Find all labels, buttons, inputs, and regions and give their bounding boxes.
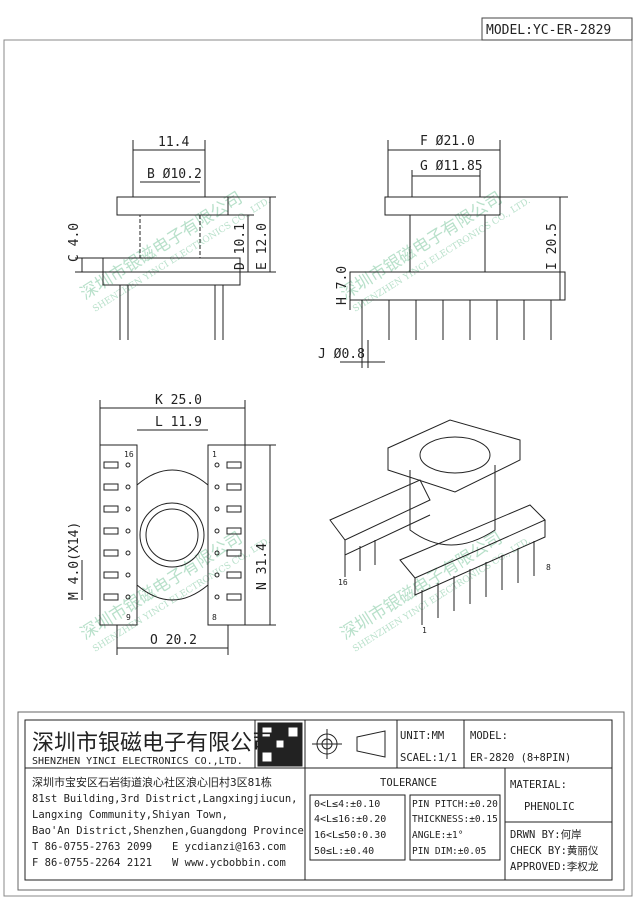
sheet-border bbox=[3, 39, 633, 897]
watermark-en: SHENZHEN YINCI ELECTRONICS CO., LTD. bbox=[351, 196, 532, 314]
front-view bbox=[75, 140, 276, 340]
pin-hole bbox=[214, 484, 220, 490]
dim-d: D 10.1 bbox=[233, 223, 248, 270]
pin-slot bbox=[226, 461, 242, 469]
tolerance-right-2: THICKNESS:±0.15 bbox=[412, 814, 498, 825]
model-label: MODEL: bbox=[470, 730, 508, 742]
pin-slot bbox=[226, 593, 242, 601]
pin-hole bbox=[125, 572, 131, 578]
address-line-3: Langxing Community,Shiyan Town, bbox=[32, 809, 228, 821]
pin-slot bbox=[103, 527, 119, 535]
pin-label-9: 9 bbox=[126, 613, 131, 622]
tolerance-left-2: 4<L≤16:±0.20 bbox=[314, 814, 386, 825]
iso-pin-1: 1 bbox=[422, 626, 427, 635]
pin-hole bbox=[125, 462, 131, 468]
bottom-view bbox=[81, 400, 276, 655]
website: W www.ycbobbin.com bbox=[172, 857, 286, 869]
dim-k: K 25.0 bbox=[155, 393, 202, 408]
address-line-4: Bao'An District,Shenzhen,Guangdong Provi… bbox=[32, 825, 304, 837]
watermark-en: SHENZHEN YINCI ELECTRONICS CO., LTD. bbox=[351, 536, 532, 654]
dim-m: M 4.0(X14) bbox=[67, 522, 82, 600]
material-label: MATERIAL: bbox=[510, 779, 567, 791]
scale: SCAEL:1/1 bbox=[400, 752, 457, 764]
pin-hole bbox=[214, 572, 220, 578]
pin-slot bbox=[103, 461, 119, 469]
pin-label-8: 8 bbox=[212, 613, 217, 622]
dim-l: L 11.9 bbox=[155, 415, 202, 430]
tolerance-right-1: PIN PITCH:±0.20 bbox=[412, 799, 498, 810]
pin-hole bbox=[125, 484, 131, 490]
company-name-cn: 深圳市银磁电子有限公司 bbox=[32, 731, 274, 756]
pin-hole bbox=[125, 550, 131, 556]
model-header: MODEL:YC-ER-2829 bbox=[486, 23, 611, 38]
pin-slot bbox=[226, 549, 242, 557]
iso-pin-16: 16 bbox=[338, 578, 348, 587]
dim-n: N 31.4 bbox=[255, 543, 270, 590]
pin-slot bbox=[226, 505, 242, 513]
dim-j: J Ø0.8 bbox=[318, 347, 365, 362]
pin-hole bbox=[125, 528, 131, 534]
watermark-cn: 深圳市银磁电子有限公司 bbox=[337, 188, 506, 304]
projection-symbol-icon bbox=[312, 729, 386, 759]
tolerance-left-4: 50≤L:±0.40 bbox=[314, 846, 374, 857]
model-value: ER-2820 (8+8PIN) bbox=[470, 752, 571, 764]
side-view bbox=[340, 140, 568, 368]
pin-hole bbox=[125, 506, 131, 512]
fax: F 86-0755-2264 2121 bbox=[32, 857, 152, 869]
model-box bbox=[481, 17, 633, 41]
pin-slot bbox=[103, 593, 119, 601]
unit: UNIT:MM bbox=[400, 730, 444, 742]
pin-hole bbox=[125, 594, 131, 600]
dim-b: B Ø10.2 bbox=[147, 167, 202, 182]
pin-slot bbox=[103, 549, 119, 557]
pin-hole bbox=[214, 506, 220, 512]
approved-by: APPROVED:李权龙 bbox=[510, 860, 599, 873]
dim-o: O 20.2 bbox=[150, 633, 197, 648]
qr-code-icon bbox=[257, 722, 303, 767]
pin-hole bbox=[214, 550, 220, 556]
tolerance-left-3: 16<L≤50:0.30 bbox=[314, 830, 386, 841]
isometric-view bbox=[329, 419, 546, 625]
pin-label-1: 1 bbox=[212, 450, 217, 459]
pin-slot bbox=[103, 483, 119, 491]
drawn-by: DRWN BY:何岸 bbox=[510, 828, 582, 841]
pin-slot bbox=[103, 505, 119, 513]
company-name-en: SHENZHEN YINCI ELECTRONICS CO.,LTD. bbox=[32, 756, 243, 767]
tolerance-left-1: 0<L≤4:±0.10 bbox=[314, 799, 380, 810]
pin-hole bbox=[214, 462, 220, 468]
address-line-1: 深圳市宝安区石岩街道浪心社区浪心旧村3区81栋 bbox=[32, 775, 272, 789]
email: E ycdianzi@163.com bbox=[172, 841, 286, 853]
pin-slot bbox=[226, 483, 242, 491]
iso-pin-8: 8 bbox=[546, 563, 551, 572]
dim-h: H 7.0 bbox=[335, 266, 350, 305]
dim-i: I 20.5 bbox=[545, 223, 560, 270]
dim-width: 11.4 bbox=[158, 135, 189, 150]
pin-hole bbox=[214, 528, 220, 534]
pin-slot bbox=[226, 571, 242, 579]
tolerance-right-4: PIN DIM:±0.05 bbox=[412, 846, 486, 857]
checked-by: CHECK BY:黄丽仪 bbox=[510, 844, 599, 857]
telephone: T 86-0755-2763 2099 bbox=[32, 841, 152, 853]
tolerance-title: TOLERANCE bbox=[380, 777, 437, 789]
dim-g: G Ø11.85 bbox=[420, 159, 483, 174]
watermark-cn: 深圳市银磁电子有限公司 bbox=[77, 188, 246, 304]
watermark-cn: 深圳市银磁电子有限公司 bbox=[77, 528, 246, 644]
tolerance-right-3: ANGLE:±1° bbox=[412, 830, 463, 841]
title-block bbox=[17, 711, 625, 891]
pin-slot bbox=[226, 527, 242, 535]
material-value: PHENOLIC bbox=[524, 801, 575, 813]
address-line-2: 81st Building,3rd District,Langxingjiucu… bbox=[32, 793, 298, 805]
pin-slot bbox=[103, 571, 119, 579]
dim-c: C 4.0 bbox=[67, 223, 82, 262]
dim-e: E 12.0 bbox=[255, 223, 270, 270]
pin-hole bbox=[214, 594, 220, 600]
dim-f: F Ø21.0 bbox=[420, 134, 475, 149]
pin-label-16: 16 bbox=[124, 450, 134, 459]
